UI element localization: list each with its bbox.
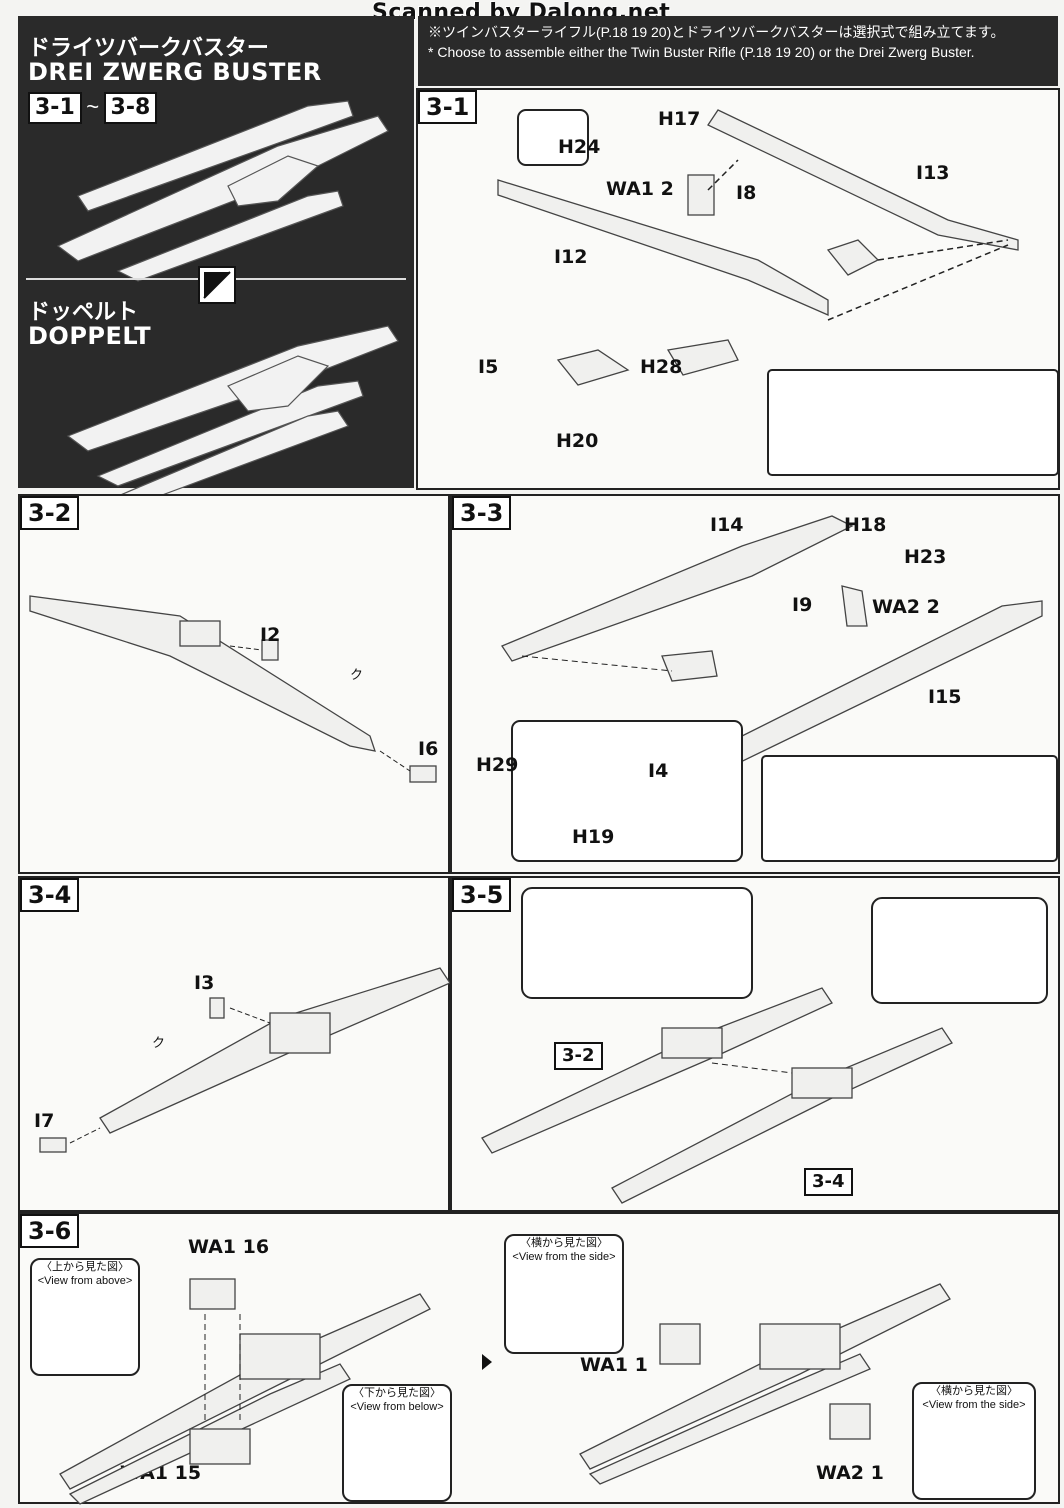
ku-label: ク	[350, 667, 364, 682]
step-3-4-panel: 3-4 I3 I7 ク	[18, 876, 451, 1212]
part-wa1-1: WA1 1	[580, 1354, 648, 1376]
doppelt-illustration	[66, 325, 399, 505]
ref-3-2: 3-2	[554, 1042, 603, 1070]
title-box: ドライツバークバスター DREI ZWERG BUSTER 3-1 ~ 3-8 …	[18, 16, 414, 505]
step-3-2-diagram	[29, 595, 437, 783]
part-i7: I7	[34, 1110, 55, 1132]
part-i8: I8	[736, 182, 757, 204]
view-below-jp: 〈下から見た図〉	[353, 1387, 441, 1399]
step-label: 3-6	[20, 1214, 80, 1248]
part-i6: I6	[418, 738, 439, 760]
view-above-callout: 〈上から見た図〉 <View from above>	[30, 1258, 140, 1376]
part-i12: I12	[554, 246, 588, 268]
ku-label: ク	[152, 1035, 166, 1050]
variant-jp: ドッペルト	[28, 300, 139, 325]
part-wa2-1: WA2 1	[816, 1462, 884, 1484]
view-above-jp: 〈上から見た図〉	[41, 1261, 129, 1273]
step-3-2-panel: 3-2 I2 I6 ク	[18, 494, 450, 874]
part-h24: H24	[558, 136, 601, 158]
step-3-1-diagram	[497, 109, 1059, 476]
view-side-callout-2: 〈横から見た図〉 <View from the side>	[912, 1382, 1036, 1500]
part-i2: I2	[260, 624, 281, 646]
step-label: 3-1	[418, 90, 478, 124]
part-i3: I3	[194, 972, 215, 994]
variant-en: DOPPELT	[28, 322, 152, 350]
part-h23: H23	[904, 546, 947, 568]
note-en: * Choose to assemble either the Twin Bus…	[428, 44, 975, 60]
step-3-3-panel: 3-3 I14 H18 H23 WA2 2 I9 I15 H29 I4 H19	[450, 494, 1060, 874]
ref-3-4: 3-4	[804, 1168, 853, 1196]
step-3-6-right-diagram	[579, 1283, 951, 1485]
view-side-en-2: <View from the side>	[922, 1399, 1026, 1411]
step-3-5-panel: 3-5 3-2 3-4	[450, 876, 1060, 1212]
part-h18: H18	[844, 514, 887, 536]
part-wa1-16: WA1 16	[188, 1236, 270, 1258]
step-label: 3-3	[452, 496, 512, 530]
part-h28: H28	[640, 356, 683, 378]
view-above-en: <View from above>	[37, 1275, 133, 1287]
view-side-callout-1: 〈横から見た図〉 <View from the side>	[504, 1234, 624, 1354]
step-3-4-diagram	[39, 967, 451, 1153]
part-wa2-2: WA2 2	[872, 596, 940, 618]
step-3-3-diagram	[501, 515, 1058, 862]
next-arrow-icon	[482, 1354, 492, 1370]
part-h29: H29	[476, 754, 519, 776]
part-i14: I14	[710, 514, 744, 536]
step-3-6-left-diagram	[59, 1278, 431, 1505]
view-side-jp-1: 〈横から見た図〉	[520, 1237, 608, 1249]
assembly-note: ※ツインバスターライフル(P.18 19 20)とドライツバークバスターは選択式…	[418, 16, 1058, 86]
step-3-1-panel: 3-1 H17 H24 WA1 2 I8 I13 I12 I5 H28 H20	[416, 88, 1060, 490]
view-side-jp-2: 〈横から見た図〉	[930, 1385, 1018, 1397]
view-side-en-1: <View from the side>	[512, 1251, 616, 1263]
view-below-en: <View from below>	[350, 1401, 444, 1413]
range-to: 3-8	[103, 92, 158, 124]
alt-part-icon	[198, 266, 236, 304]
part-h17: H17	[658, 108, 701, 130]
part-i15: I15	[928, 686, 962, 708]
range-sep: ~	[86, 94, 100, 119]
note-jp: ※ツインバスターライフル(P.18 19 20)とドライツバークバスターは選択式…	[428, 24, 1005, 40]
part-i9: I9	[792, 594, 813, 616]
step-range: 3-1 ~ 3-8	[28, 92, 158, 124]
part-wa1-2: WA1 2	[606, 178, 674, 200]
step-label: 3-4	[20, 878, 80, 912]
step-3-5-diagram	[481, 887, 1048, 1204]
part-i13: I13	[916, 162, 950, 184]
part-i4: I4	[648, 760, 669, 782]
step-label: 3-5	[452, 878, 512, 912]
step-label: 3-2	[20, 496, 80, 530]
step-3-6-panel: 3-6 〈上から見た図〉 <View from above> WA1 16 WA…	[18, 1212, 1060, 1505]
title-jp: ドライツバークバスター	[28, 36, 269, 61]
part-i5: I5	[478, 356, 499, 378]
view-below-callout: 〈下から見た図〉 <View from below>	[342, 1384, 452, 1502]
drei-zwerg-illustration	[56, 100, 389, 282]
part-h20: H20	[556, 430, 599, 452]
title-en: DREI ZWERG BUSTER	[28, 58, 322, 86]
part-h19: H19	[572, 826, 615, 848]
range-from: 3-1	[28, 92, 82, 124]
